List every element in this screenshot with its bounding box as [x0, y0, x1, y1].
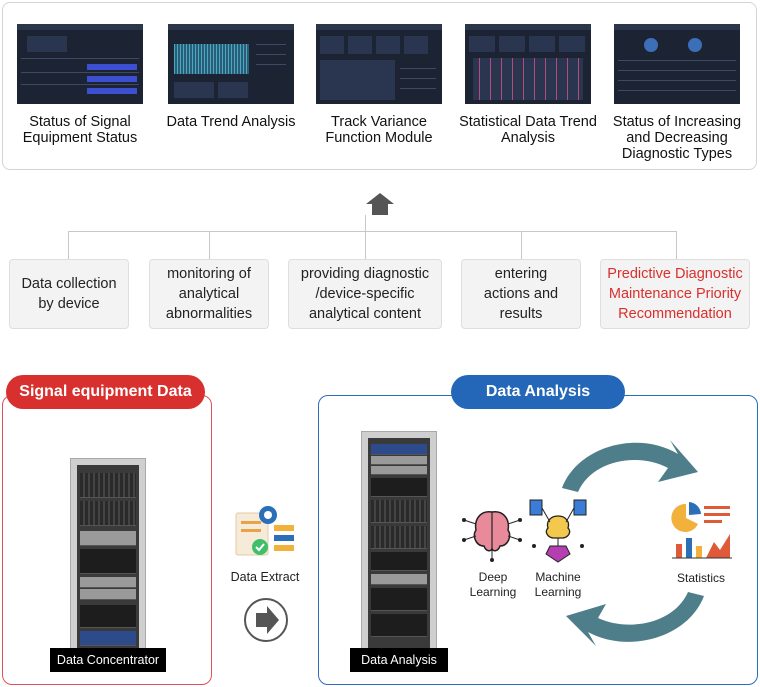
module-label: Data Trend Analysis: [166, 114, 296, 130]
connector-line: [68, 231, 676, 232]
signal-equipment-title: Signal equipment Data: [6, 375, 205, 409]
data-analysis-rack: [361, 431, 437, 657]
data-extract-label: Data Extract: [230, 570, 300, 584]
feature-predictive-maintenance: Predictive Diagnostic Maintenance Priori…: [600, 259, 750, 329]
deep-learning-brain-icon: [462, 511, 522, 562]
data-extract-icon: [235, 506, 294, 556]
house-up-arrow-icon: [366, 193, 394, 215]
module-data-trend-analysis: Data Trend Analysis: [158, 24, 304, 130]
connector-line: [521, 231, 522, 259]
data-concentrator-rack: [70, 458, 146, 658]
feature-monitoring: monitoring of analytical abnormalities: [149, 259, 269, 329]
module-screenshot: [316, 24, 442, 104]
machine-learning-label: Machine Learning: [534, 570, 582, 599]
module-screenshot: [614, 24, 740, 104]
feature-actions-results: entering actions and results: [461, 259, 581, 329]
feature-diagnostic-content: providing diagnostic /device-specific an…: [288, 259, 442, 329]
module-screenshot: [465, 24, 591, 104]
deep-learning-label: Deep Learning: [469, 570, 517, 599]
data-concentrator-label: Data Concentrator: [50, 648, 166, 672]
module-label: Track Variance Function Module: [325, 114, 433, 146]
module-screenshot: [168, 24, 294, 104]
module-screenshot: [17, 24, 143, 104]
module-statistical-trend: Statistical Data Trend Analysis: [455, 24, 601, 146]
statistics-chart-icon: [671, 502, 732, 559]
module-label: Statistical Data Trend Analysis: [459, 114, 597, 146]
circle-right-arrow-icon: [244, 598, 288, 642]
connector-line: [68, 231, 69, 259]
module-diagnostic-types: Status of Increasing and Decreasing Diag…: [604, 24, 750, 162]
connector-line: [365, 215, 366, 259]
cycle-arrows-icon: [562, 440, 704, 646]
module-track-variance: Track Variance Function Module: [306, 24, 452, 146]
connector-line: [209, 231, 210, 259]
data-analysis-title: Data Analysis: [451, 375, 625, 409]
machine-learning-icon: [529, 499, 587, 563]
data-analysis-rack-label: Data Analysis: [350, 648, 448, 672]
feature-data-collection: Data collection by device: [9, 259, 129, 329]
module-signal-equipment-status: Status of Signal Equipment Status: [7, 24, 153, 146]
statistics-label: Statistics: [676, 571, 725, 585]
module-label: Status of Signal Equipment Status: [22, 114, 138, 146]
module-label: Status of Increasing and Decreasing Diag…: [612, 114, 742, 162]
connector-line: [676, 231, 677, 259]
